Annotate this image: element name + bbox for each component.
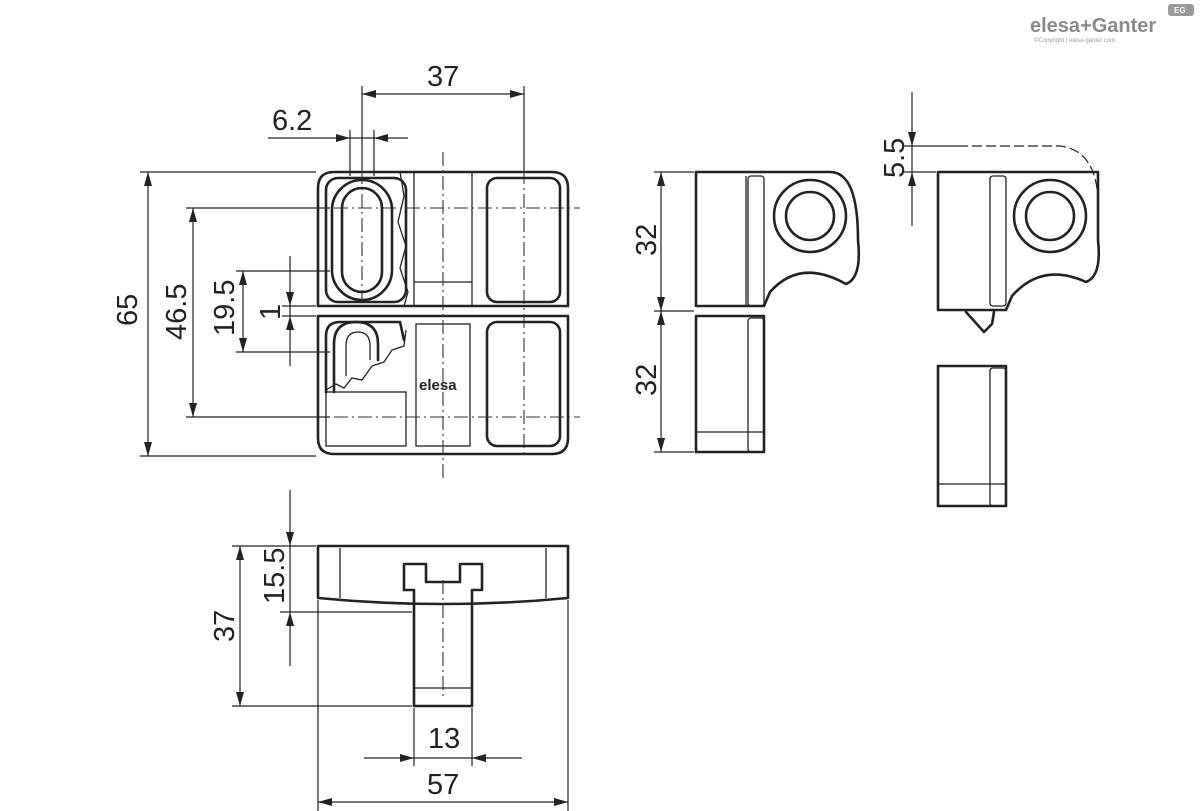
top-knuckle — [402, 562, 484, 708]
front-upper-leaf — [316, 170, 570, 308]
side-view-dimensions: 32 32 — [631, 171, 694, 453]
exploded-knuckle-outer — [1012, 178, 1088, 254]
dim-overall-depth: 37 — [209, 610, 241, 642]
front-view: elesa — [310, 152, 580, 478]
svg-text:elesa+Ganter: elesa+Ganter — [1030, 15, 1156, 37]
exploded-rotation-path — [958, 145, 1099, 201]
dim-knuckle-height: 15.5 — [259, 548, 291, 604]
dim-gap: 1 — [255, 304, 287, 320]
dim-leaf-height-upper: 32 — [631, 224, 663, 256]
side-upper-leaf — [694, 170, 861, 308]
top-view-dimensions: 37 15.5 13 57 — [209, 490, 569, 811]
brand-copyright: ©Copyright | elesa-ganter.com — [1034, 37, 1115, 44]
brand-name-right: Ganter — [1092, 15, 1157, 37]
brand-plus: + — [1080, 15, 1092, 37]
dim-top-width: 37 — [427, 61, 459, 93]
dim-slot-length: 19.5 — [209, 280, 241, 336]
exploded-upper-leaf — [936, 170, 1101, 312]
exploded-lower-leaf — [936, 364, 1008, 508]
top-leaf — [316, 544, 570, 606]
front-slot-lower-outer — [332, 320, 380, 394]
brand-badge-text: EG — [1174, 6, 1186, 15]
brand-logo: elesa+Ganter EG ©Copyright | elesa-gante… — [1030, 4, 1194, 44]
dim-offset: 5.5 — [879, 138, 911, 178]
side-view — [694, 170, 861, 454]
exploded-view-dimensions: 5.5 — [879, 92, 958, 226]
front-break-line — [397, 171, 409, 307]
exploded-view — [936, 145, 1101, 508]
top-view — [316, 544, 570, 708]
front-break-line-lower — [325, 329, 407, 391]
front-pocket-upper-left — [324, 176, 408, 304]
brand-name-left: elesa — [1030, 15, 1081, 37]
dim-overall-height: 65 — [112, 294, 144, 326]
side-knuckle-outer — [772, 178, 848, 254]
brand-badge-icon — [1168, 4, 1194, 16]
front-lower-leaf — [316, 314, 570, 456]
front-slot-lower-inner — [345, 331, 371, 376]
front-pocket-lower-left — [324, 320, 406, 394]
front-pocket-lower-left-frame — [325, 391, 407, 447]
front-part-logo: elesa — [419, 377, 457, 394]
side-knuckle-hole — [784, 190, 836, 242]
dim-hole-spacing: 46.5 — [161, 284, 193, 340]
exploded-pin — [964, 310, 996, 334]
dim-slot-width: 6.2 — [272, 105, 312, 137]
side-lower-leaf — [694, 314, 766, 454]
dim-overall-width: 57 — [427, 769, 459, 801]
exploded-knuckle-hole — [1024, 190, 1076, 242]
dim-knuckle-width: 13 — [428, 723, 460, 755]
front-view-dimensions: 37 6.2 65 46.5 19.5 1 — [112, 61, 525, 457]
dim-leaf-height-lower: 32 — [631, 364, 663, 396]
